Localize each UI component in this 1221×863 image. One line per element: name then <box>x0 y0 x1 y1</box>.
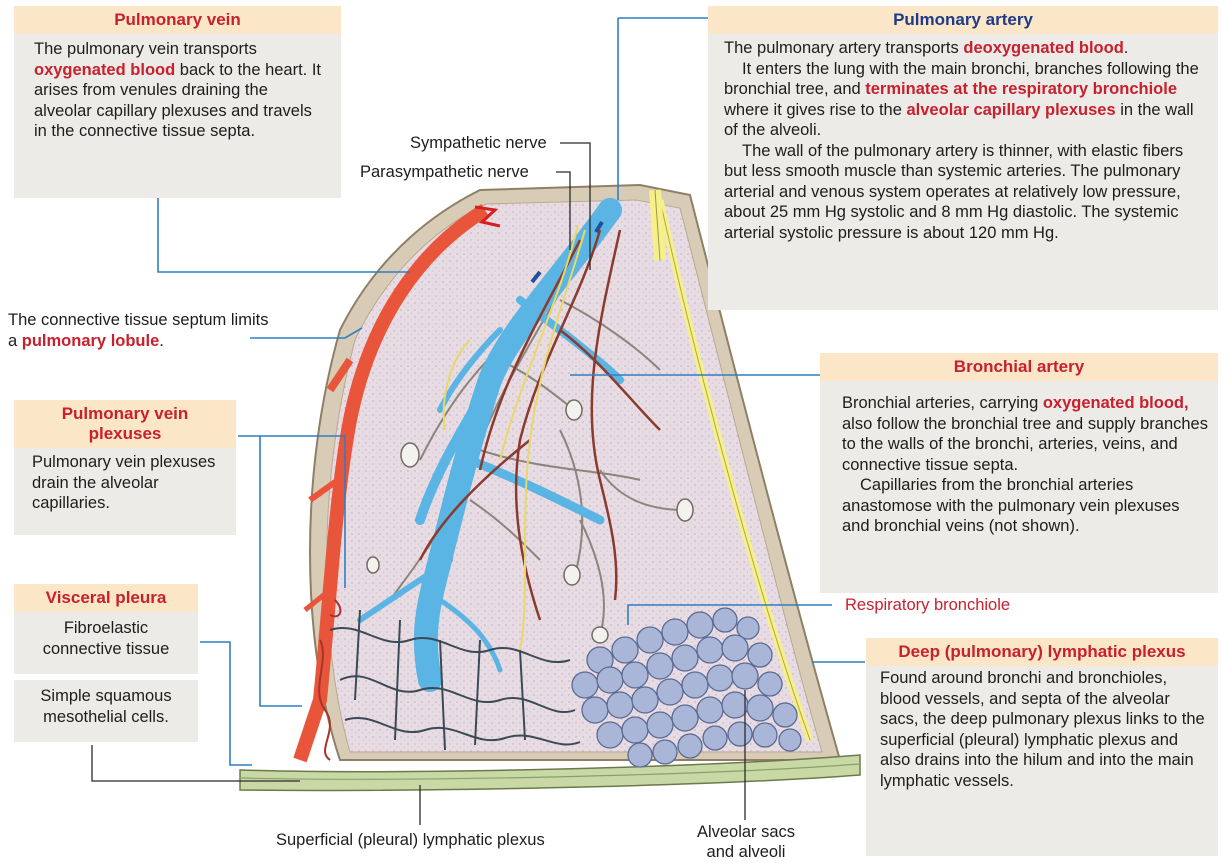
pulmonary-vein-title: Pulmonary vein <box>14 6 341 34</box>
deep-lymphatic-title: Deep (pulmonary) lymphatic plexus <box>866 638 1218 666</box>
respiratory-bronchiole-label: Respiratory bronchiole <box>845 595 1010 615</box>
pulmonary-artery-p2: It enters the lung with the main bronchi… <box>724 59 1210 141</box>
pulmonary-artery-title: Pulmonary artery <box>708 6 1218 34</box>
pulmonary-vein-box: Pulmonary vein The pulmonary vein transp… <box>14 6 341 198</box>
bronchial-artery-title: Bronchial artery <box>820 353 1218 381</box>
septum-label: The connective tissue septum limits a pu… <box>8 310 270 351</box>
pulmonary-artery-box: Pulmonary artery The pulmonary artery tr… <box>708 6 1218 310</box>
superficial-lymphatic-label: Superficial (pleural) lymphatic plexus <box>276 830 545 850</box>
highlight: oxygenated blood <box>34 61 175 79</box>
visceral-pleura-title: Visceral pleura <box>14 584 198 612</box>
pulmonary-vein-text: The pulmonary vein transports oxygenated… <box>14 34 341 198</box>
alveolar-sacs-label: Alveolar sacs and alveoli <box>686 822 806 862</box>
fibroelastic-text: Fibroelastic connective tissue <box>14 612 198 674</box>
pv-plexuses-box: Pulmonary vein plexuses Pulmonary vein p… <box>14 400 236 535</box>
deep-lymphatic-box: Deep (pulmonary) lymphatic plexus Found … <box>866 638 1218 856</box>
parasympathetic-nerve-label: Parasympathetic nerve <box>360 162 529 182</box>
visceral-pleura-box: Visceral pleura Fibroelastic connective … <box>14 584 198 742</box>
bronchial-artery-text: Bronchial arteries, carrying oxygenated … <box>820 381 1218 593</box>
pv-plexuses-title: Pulmonary vein plexuses <box>14 400 236 448</box>
pv-plexuses-text: Pulmonary vein plexuses drain the alveol… <box>14 448 236 535</box>
pulmonary-artery-p1: The pulmonary artery transports deoxygen… <box>724 38 1210 59</box>
deep-lymphatic-text: Found around bronchi and bronchioles, bl… <box>866 666 1218 856</box>
pulmonary-artery-p3: The wall of the pulmonary artery is thin… <box>724 141 1210 244</box>
bronchial-artery-box: Bronchial artery Bronchial arteries, car… <box>820 353 1218 593</box>
pulmonary-artery-text: The pulmonary artery transports deoxygen… <box>708 34 1218 310</box>
sympathetic-nerve-label: Sympathetic nerve <box>410 133 547 153</box>
mesothelial-text: Simple squamous mesothelial cells. <box>14 680 198 742</box>
